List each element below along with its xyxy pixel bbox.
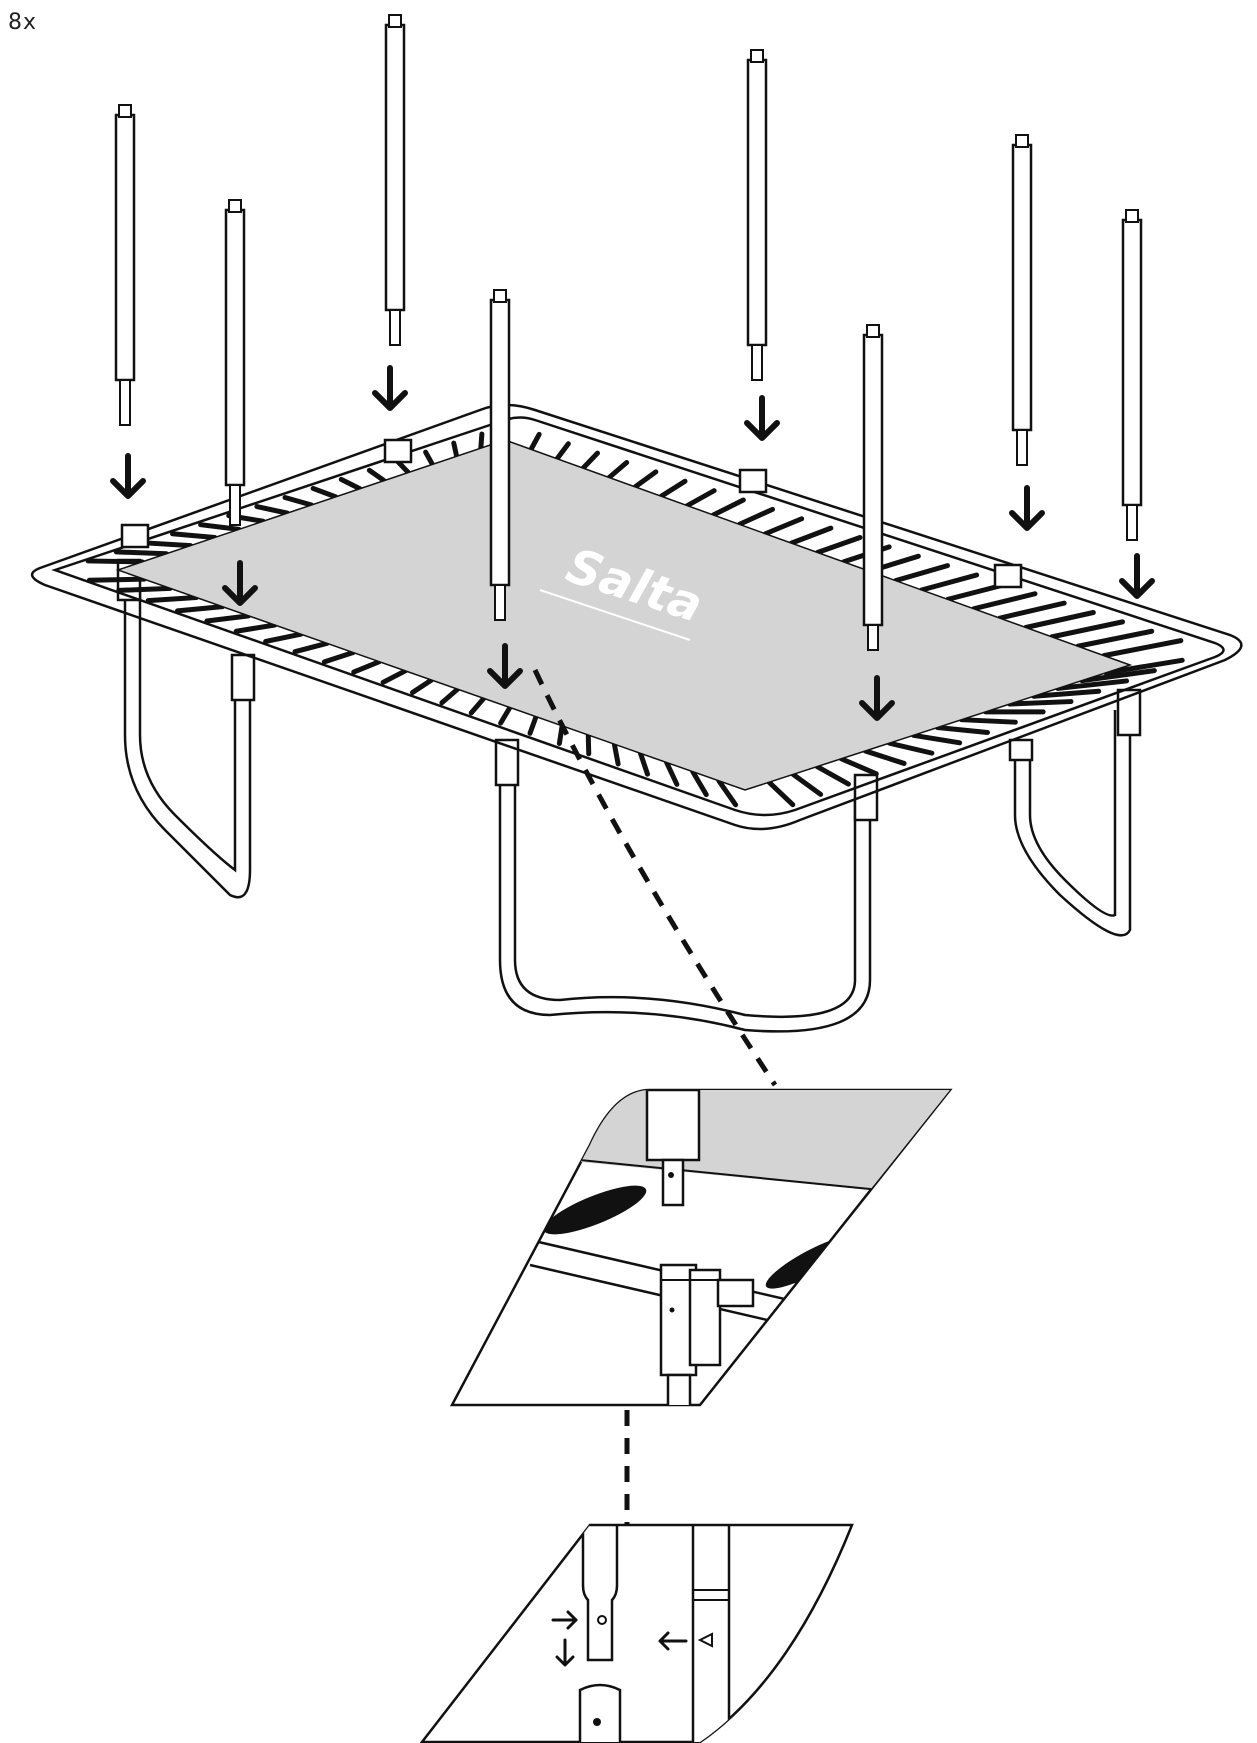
spring — [310, 485, 339, 500]
left-arrow-icon — [658, 1631, 688, 1651]
spring — [468, 695, 487, 716]
spring — [1079, 668, 1157, 684]
spring — [690, 769, 709, 798]
enclosure-pole — [862, 324, 884, 651]
spring — [141, 540, 194, 549]
spring — [1055, 678, 1130, 691]
spring — [658, 478, 688, 499]
spring — [233, 622, 278, 634]
trampoline-frame — [31, 403, 1243, 831]
spring — [198, 522, 242, 532]
down-arrow-icon — [487, 643, 523, 689]
spring — [439, 686, 461, 706]
spring — [85, 558, 145, 565]
enclosure-pole — [746, 49, 768, 381]
spring — [321, 650, 356, 665]
spring — [638, 750, 650, 777]
spring — [478, 431, 485, 451]
down-arrow-icon — [859, 675, 895, 721]
spring — [580, 450, 600, 471]
spring — [762, 516, 805, 537]
spring — [710, 497, 746, 518]
spring — [736, 506, 775, 527]
spring — [1031, 688, 1102, 699]
spring — [1049, 619, 1125, 640]
spring — [292, 640, 330, 655]
spring — [910, 732, 963, 746]
detail-panel-leg-joint — [419, 1523, 854, 1743]
down-arrow-icon — [110, 453, 146, 499]
spring — [585, 732, 592, 757]
insert-arrows — [110, 365, 1155, 721]
down-arrow-icon — [222, 560, 258, 606]
spring — [528, 431, 542, 452]
trampoline-mat — [115, 439, 1133, 791]
pole-sockets — [120, 438, 1023, 589]
down-arrow-icon — [1119, 553, 1155, 599]
spring — [527, 714, 539, 736]
spring — [1101, 638, 1184, 659]
spring — [263, 631, 304, 644]
spring — [838, 756, 879, 777]
leader-line-detail-1 — [532, 668, 778, 1087]
spring — [175, 604, 225, 614]
spring — [1007, 699, 1074, 707]
spring — [664, 760, 680, 787]
spring — [204, 613, 252, 624]
quantity-label: 8x — [8, 10, 38, 35]
right-arrow-icon — [551, 1610, 578, 1630]
spring — [606, 460, 630, 480]
spring — [814, 764, 851, 787]
spring — [716, 778, 739, 808]
spring — [498, 705, 513, 726]
spring — [145, 595, 199, 604]
detail-panel-socket — [449, 1088, 953, 1407]
spring — [935, 725, 990, 735]
enclosure-pole — [224, 199, 246, 526]
spring — [554, 441, 571, 462]
spring — [862, 748, 907, 766]
enclosure-pole — [114, 104, 136, 426]
spring — [113, 549, 169, 557]
enclosure-poles — [114, 14, 1143, 651]
down-arrow-icon — [1009, 485, 1045, 531]
spring — [1075, 628, 1155, 649]
spring — [170, 531, 218, 540]
down-arrow-icon — [555, 1638, 575, 1667]
spring — [254, 504, 290, 516]
down-arrow-icon — [744, 395, 780, 441]
spring — [684, 488, 717, 509]
spring — [959, 717, 1018, 725]
spring — [886, 740, 935, 756]
spring — [423, 449, 435, 467]
spring — [997, 600, 1067, 621]
spring — [410, 677, 434, 695]
spring — [351, 659, 382, 675]
spring — [632, 469, 659, 490]
enclosure-pole — [1011, 134, 1033, 466]
spring — [766, 779, 796, 808]
spring — [788, 525, 834, 546]
spring — [1103, 657, 1185, 676]
spring — [815, 535, 863, 555]
enclosure-pole — [1121, 209, 1143, 541]
enclosure-pole — [384, 14, 406, 346]
spring — [116, 585, 173, 593]
spring — [919, 572, 980, 593]
spring — [451, 440, 460, 459]
spring — [611, 741, 621, 767]
spring — [790, 771, 824, 797]
spring — [1023, 610, 1096, 630]
enclosure-pole — [489, 289, 511, 621]
spring — [380, 668, 408, 685]
down-arrow-icon — [372, 365, 408, 411]
spring — [893, 563, 950, 584]
spring — [366, 467, 387, 484]
spring — [282, 495, 314, 508]
spring — [971, 591, 1038, 612]
spring — [86, 576, 147, 583]
spring — [338, 476, 363, 492]
